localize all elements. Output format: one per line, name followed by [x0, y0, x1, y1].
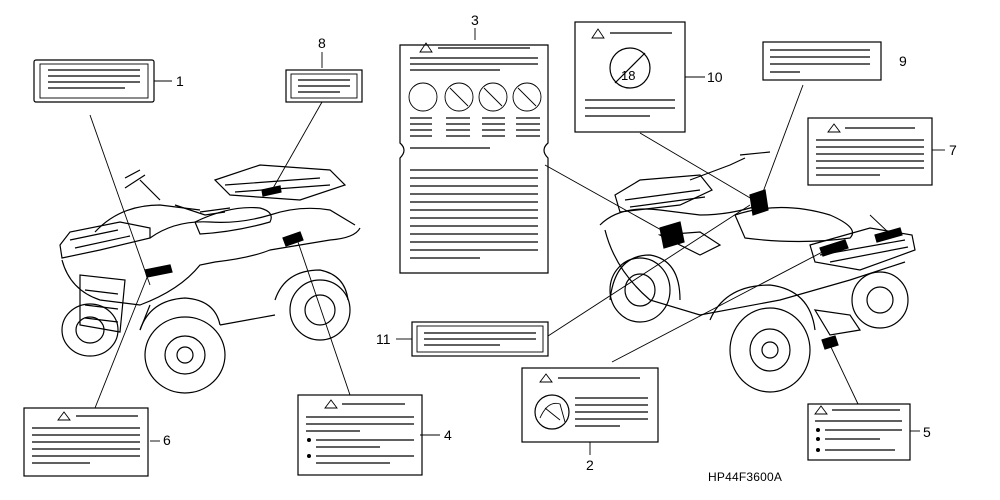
callout-3: 3 [471, 12, 479, 28]
callout-6: 6 [163, 432, 171, 448]
label-5-caution [807, 403, 911, 461]
callout-9: 9 [899, 53, 907, 69]
callout-4: 4 [444, 427, 452, 443]
callout-11: 11 [376, 331, 391, 347]
callout-1: 1 [176, 73, 184, 89]
callout-5: 5 [923, 424, 931, 440]
label-11 [411, 321, 549, 357]
callout-numbers: 1 2 3 4 5 6 7 8 9 10 11 [163, 12, 957, 473]
callout-10: 10 [707, 69, 723, 85]
leader-lines [89, 28, 945, 455]
callout-7: 7 [949, 142, 957, 158]
callout-8: 8 [318, 35, 326, 51]
label-6-warning [23, 407, 149, 477]
label-3-warning [399, 42, 549, 274]
callout-2: 2 [586, 457, 594, 473]
label-1-caution [33, 59, 155, 103]
label-4-warning [297, 394, 423, 476]
atv-front-view [59, 164, 361, 394]
part-diagram-code: HP44F3600A [708, 470, 782, 484]
atv-rear-view [599, 151, 916, 393]
label-10-age-warning: 18 [574, 21, 686, 133]
label-2-warning [521, 367, 659, 443]
age-16-marking: 18 [621, 68, 635, 83]
label-9 [762, 41, 882, 81]
label-8 [285, 69, 363, 103]
label-7-caution [807, 117, 933, 186]
